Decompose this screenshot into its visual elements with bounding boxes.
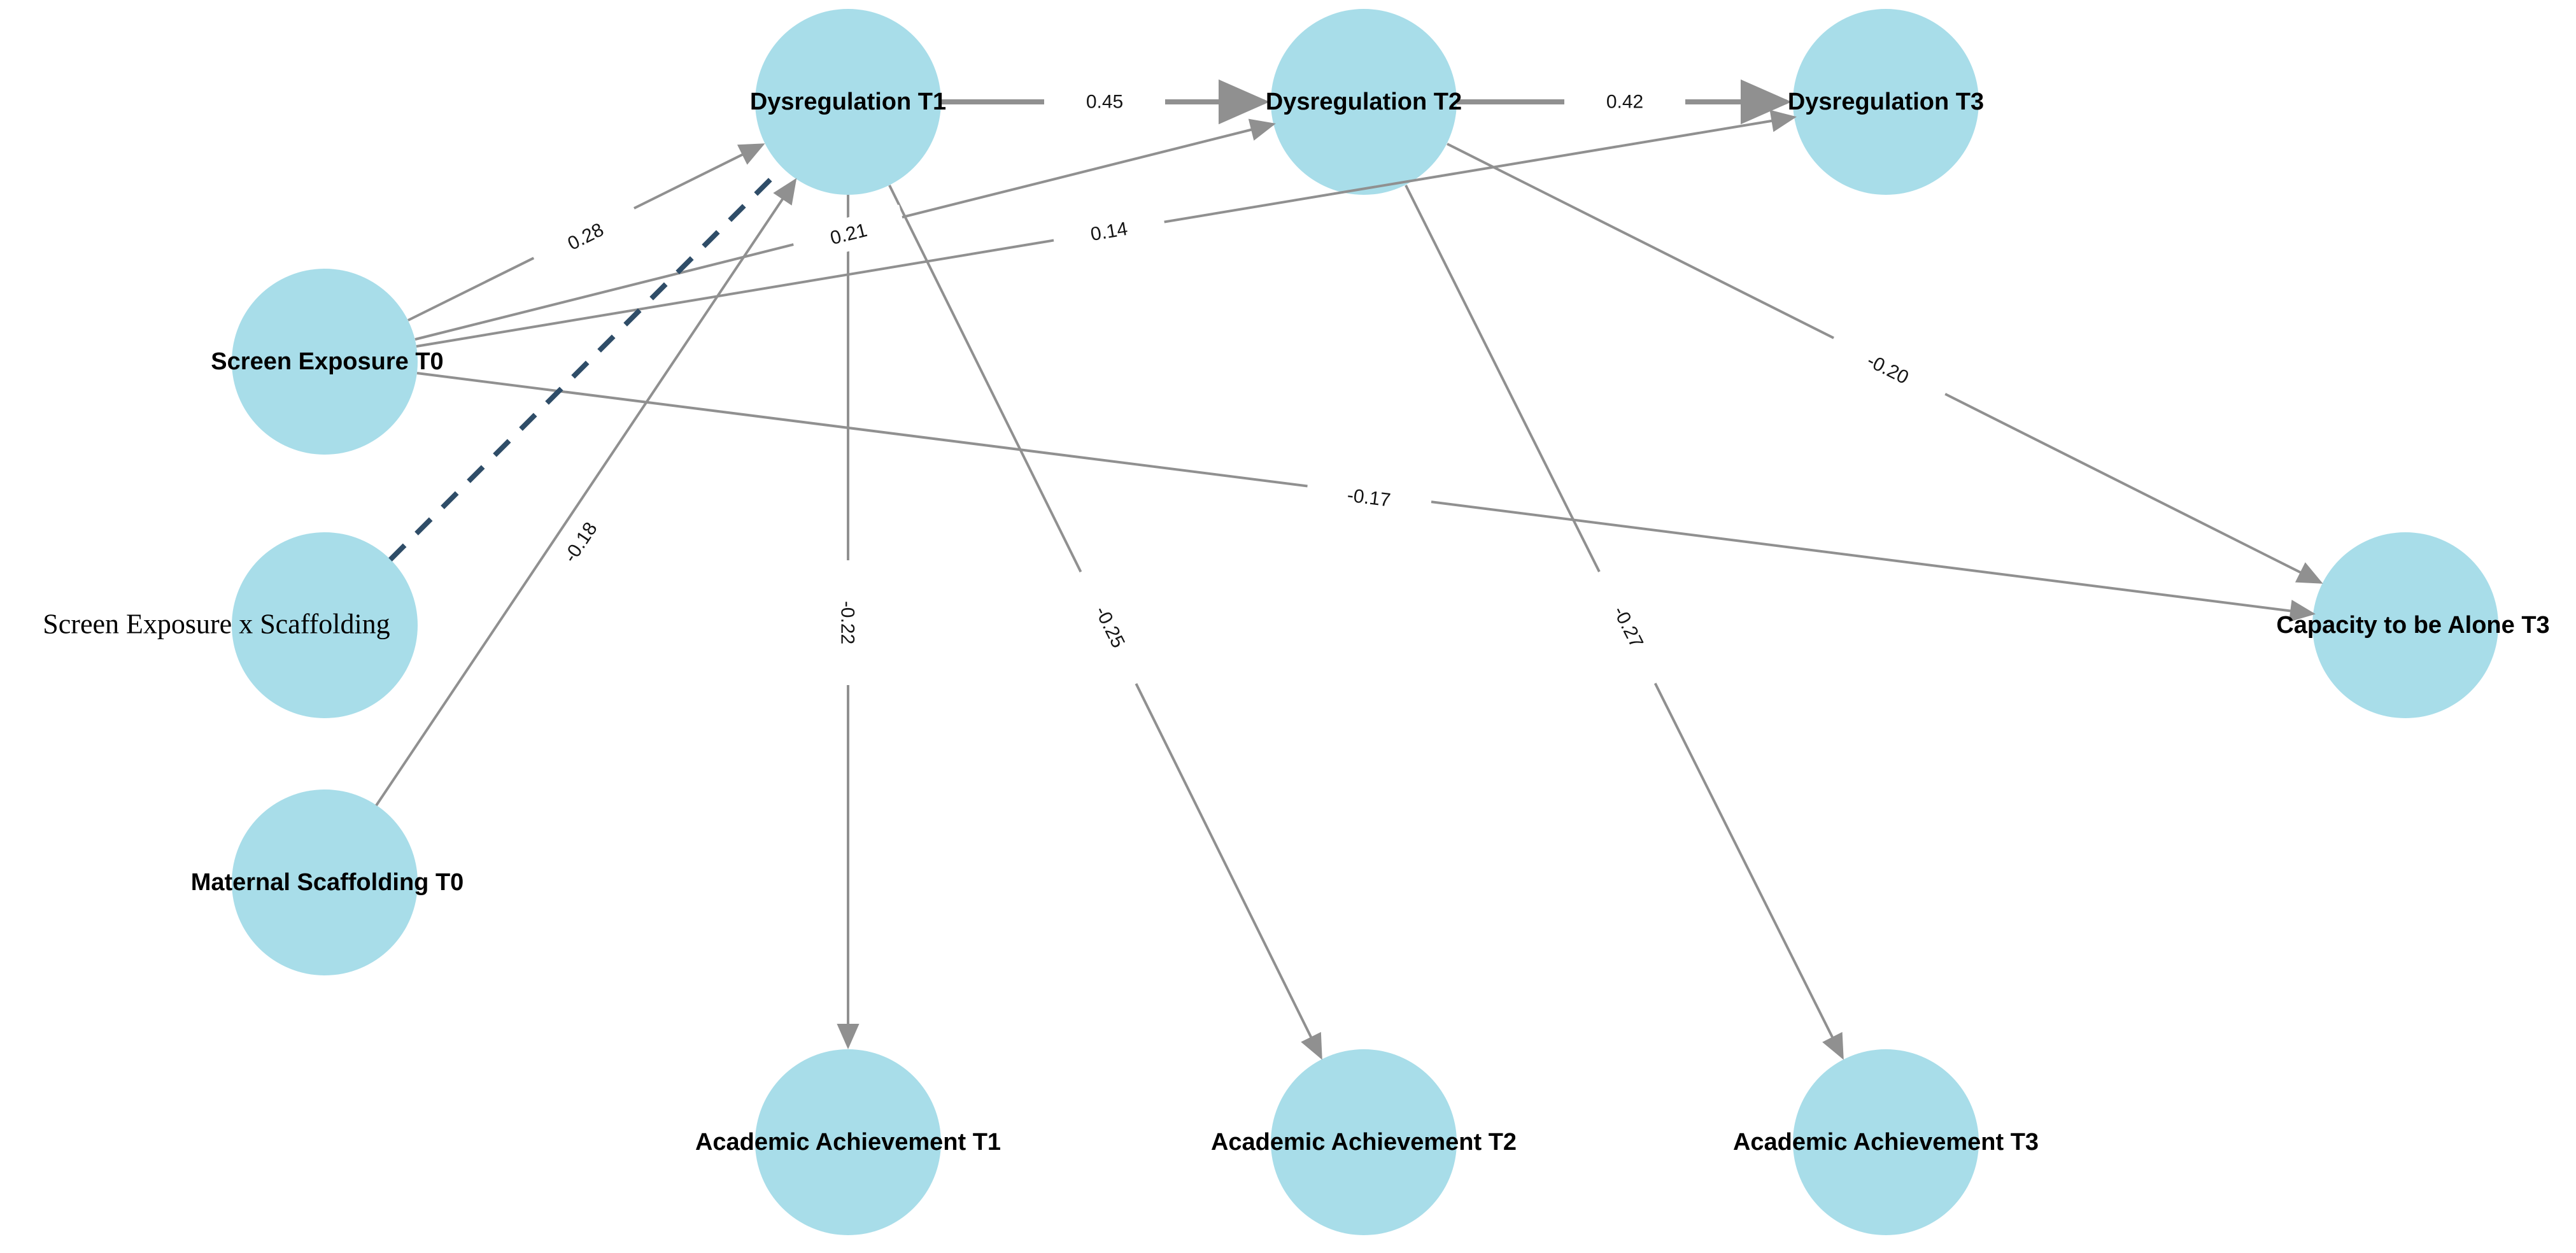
- edge-coefficient: 0.42: [1606, 92, 1643, 113]
- node-circle-academic-achievement-t1: [755, 1049, 941, 1235]
- node-label-academic-achievement-t2: Academic Achievement T2: [1211, 1129, 1517, 1156]
- node-circle-dysregulation-t1: [755, 9, 941, 195]
- edge-label-bg: [1067, 563, 1152, 691]
- node-circle-academic-achievement-t2: [1271, 1049, 1457, 1235]
- edge-label-bg: [1824, 326, 1951, 413]
- node-circle-dysregulation-t2: [1271, 9, 1457, 195]
- node-circle-dysregulation-t3: [1793, 9, 1979, 195]
- node-label-dysregulation-t1: Dysregulation T1: [750, 88, 946, 115]
- edge-label-bg: [1585, 563, 1671, 691]
- edge-label-0.21: 0.21: [790, 204, 907, 264]
- edge-label-bg: [1305, 473, 1433, 523]
- edge-label-bg: [532, 481, 630, 604]
- edge-label--0.25: -0.25: [1067, 563, 1152, 691]
- edge-label-bg: [528, 197, 644, 277]
- node-labels: Screen Exposure T0 Screen Exposure x Sca…: [43, 88, 2549, 1156]
- edge-label--0.22: -0.22: [831, 560, 864, 685]
- node-label-screen-exposure-x-scaffolding: Screen Exposure x Scaffolding: [43, 609, 390, 640]
- edge-coefficient: -0.22: [837, 601, 858, 644]
- edge-label-bg: [1044, 85, 1165, 119]
- edge-label-bg: [790, 204, 907, 264]
- edge-label--0.27: -0.27: [1585, 563, 1671, 691]
- node-label-dysregulation-t3: Dysregulation T3: [1788, 88, 1984, 115]
- edge-label--0.20: -0.20: [1824, 326, 1951, 413]
- edge-label-0.14: 0.14: [1051, 206, 1168, 258]
- edge-coefficient: 0.45: [1086, 92, 1123, 113]
- edge-label-0.42: 0.42: [1564, 85, 1685, 119]
- edges: [375, 79, 2323, 1060]
- node-label-academic-achievement-t1: Academic Achievement T1: [695, 1129, 1001, 1156]
- edge-interaction-to-dysregulation-t1: [388, 168, 782, 562]
- node-circles: [232, 9, 2498, 1235]
- node-circle-screen-exposure-t0: [232, 269, 418, 455]
- node-circle-maternal-scaffolding-t0: [232, 789, 418, 975]
- edge-label--0.17: -0.17: [1305, 473, 1433, 523]
- node-label-dysregulation-t2: Dysregulation T2: [1266, 88, 1462, 115]
- node-circle-academic-achievement-t3: [1793, 1049, 1979, 1235]
- edge-label-0.28: 0.28: [528, 197, 644, 277]
- edge-label-bg: [1051, 206, 1168, 258]
- node-circle-capacity-to-be-alone-t3: [2312, 532, 2498, 718]
- node-label-screen-exposure-t0: Screen Exposure T0: [211, 348, 443, 375]
- edge-maternal-scaffolding-to-dysregulation-t1: [375, 178, 797, 807]
- edge-label-bg: [831, 560, 864, 685]
- node-circle-screen-exposure-x-scaffolding: [232, 532, 418, 718]
- node-label-maternal-scaffolding-t0: Maternal Scaffolding T0: [191, 869, 464, 896]
- node-label-capacity-to-be-alone-t3: Capacity to be Alone T3: [2276, 612, 2549, 639]
- edge-label-0.45: 0.45: [1044, 85, 1165, 119]
- edge-labels: 0.45 0.42 0.28 0.21 0.14 -0.17: [528, 85, 1951, 691]
- edge-label-bg: [1564, 85, 1685, 119]
- node-label-academic-achievement-t3: Academic Achievement T3: [1733, 1129, 2039, 1156]
